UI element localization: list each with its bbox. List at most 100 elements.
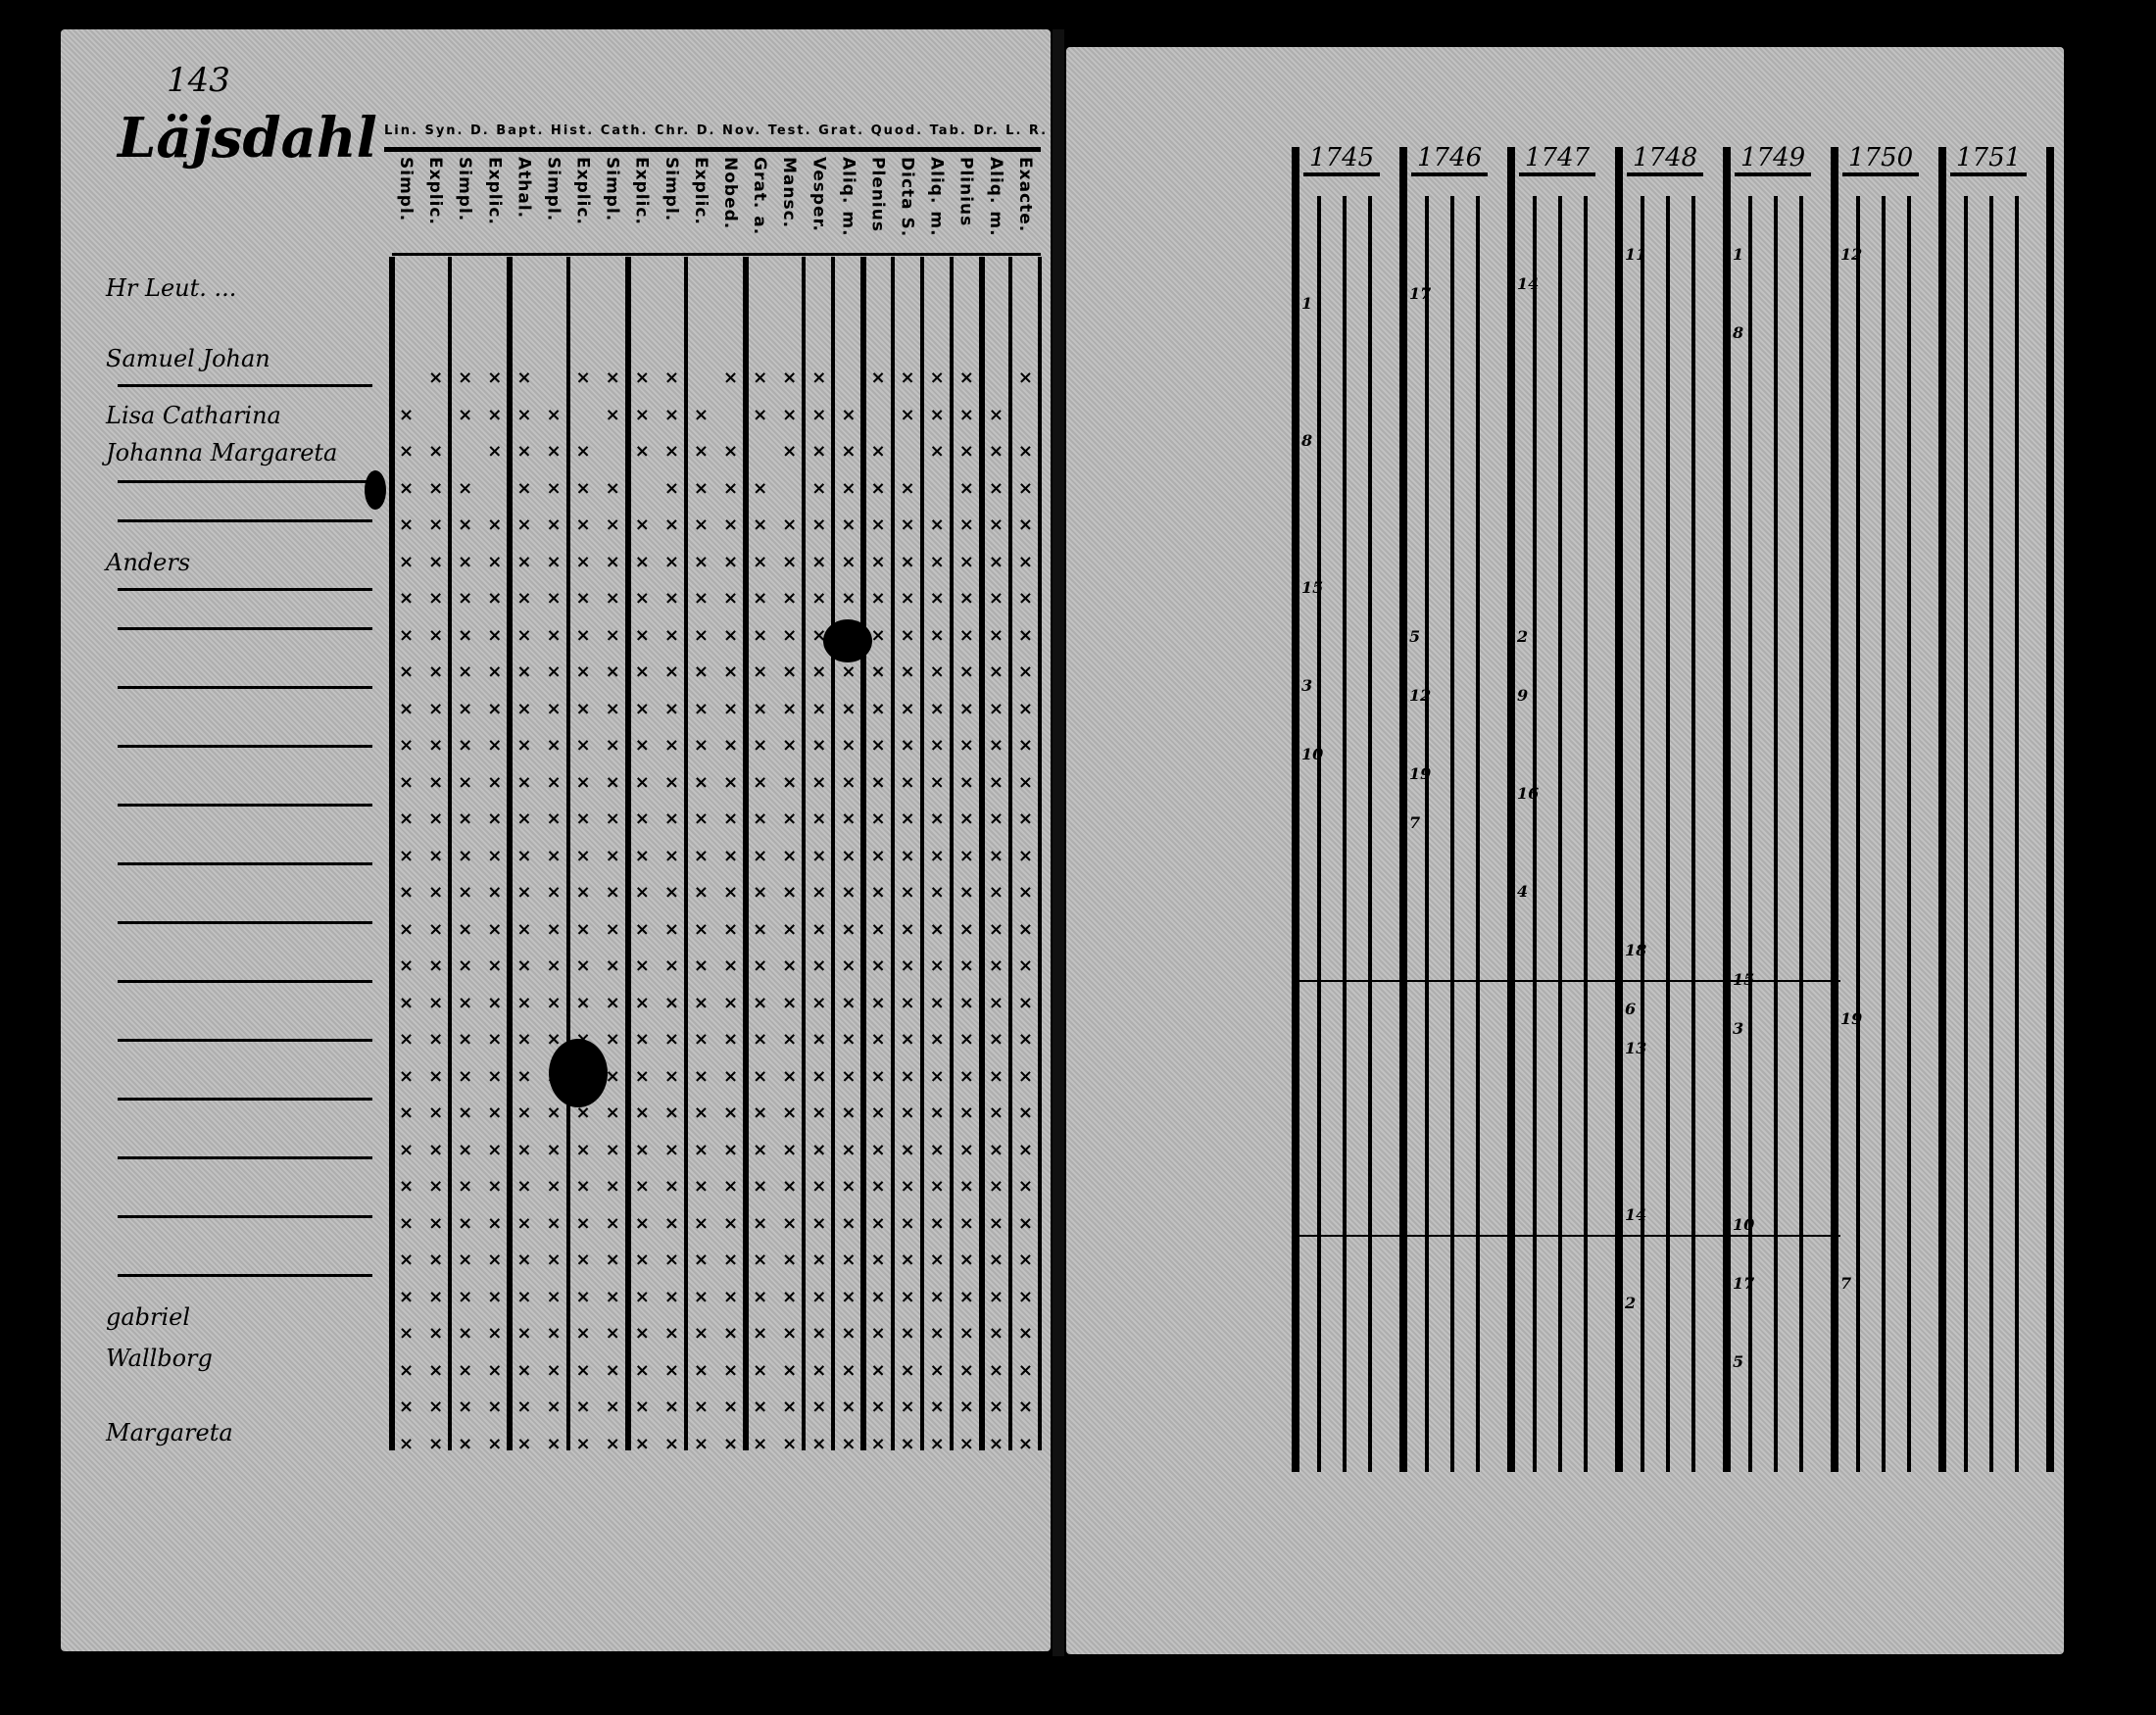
tally-mark: × (723, 588, 739, 609)
tally-mark: × (929, 735, 945, 756)
tally-mark: × (811, 771, 827, 793)
tally-mark: × (516, 1102, 532, 1123)
tally-mark: × (605, 368, 620, 388)
tally-mark: × (693, 1396, 709, 1417)
tally-mark: × (929, 808, 945, 829)
column-rule (1450, 196, 1454, 1472)
handwritten-number: 17 (1409, 284, 1432, 303)
tally-mark: × (811, 1029, 827, 1050)
tally-mark: × (575, 771, 591, 793)
tally-mark: × (693, 1323, 709, 1344)
column-header: Simpl. (396, 157, 416, 222)
tally-mark: × (753, 1396, 768, 1417)
tally-mark: × (546, 808, 562, 829)
tally-mark: × (487, 1102, 503, 1123)
tally-mark: × (753, 514, 768, 535)
tally-mark: × (487, 808, 503, 829)
tally-mark: × (575, 1323, 591, 1344)
tally-mark: × (487, 1286, 503, 1307)
tally-mark: × (782, 808, 798, 829)
handwritten-number: 8 (1733, 323, 1744, 342)
tally-mark: × (811, 551, 827, 572)
tally-mark: × (546, 662, 562, 682)
tally-mark: × (988, 845, 1004, 866)
tally-mark: × (870, 662, 886, 682)
column-header: Athal. (514, 157, 534, 220)
tally-mark: × (575, 1029, 591, 1050)
column-rule (1343, 196, 1347, 1472)
tally-mark: × (458, 551, 473, 572)
tally-mark: × (958, 1286, 974, 1307)
tally-mark: × (958, 624, 974, 646)
tally-mark: × (546, 698, 562, 719)
tally-mark: × (958, 1029, 974, 1050)
tally-mark: × (723, 1102, 739, 1123)
tally-mark: × (399, 845, 415, 866)
column-header: Explic. (484, 157, 505, 225)
tally-mark: × (458, 845, 473, 866)
tally-mark: × (634, 588, 650, 609)
tally-mark: × (900, 1286, 915, 1307)
tally-mark: × (516, 662, 532, 682)
tally-mark: × (546, 1065, 562, 1087)
tally-mark: × (958, 368, 974, 388)
tally-mark: × (723, 771, 739, 793)
tally-mark: × (988, 662, 1004, 682)
ink-blot (823, 619, 872, 662)
tally-mark: × (811, 404, 827, 425)
column-header: Dicta S. (897, 157, 917, 238)
tally-mark: × (516, 771, 532, 793)
tally-mark: × (516, 588, 532, 609)
handwritten-number: 19 (1840, 1009, 1863, 1028)
tally-mark: × (634, 1286, 650, 1307)
tally-mark: × (605, 1286, 620, 1307)
tally-mark: × (663, 1323, 679, 1344)
tally-mark: × (900, 662, 915, 682)
tally-mark: × (693, 882, 709, 903)
tally-mark: × (811, 1065, 827, 1087)
tally-mark: × (958, 551, 974, 572)
tally-mark: × (428, 1102, 444, 1123)
tally-mark: × (723, 1065, 739, 1087)
tally-mark: × (870, 368, 886, 388)
tally-mark: × (487, 1396, 503, 1417)
handwritten-number: 8 (1301, 431, 1313, 450)
tally-mark: × (546, 918, 562, 940)
tally-mark: × (870, 1250, 886, 1270)
tally-mark: × (663, 404, 679, 425)
tally-mark: × (929, 441, 945, 462)
tally-mark: × (399, 588, 415, 609)
person-name: Anders (106, 549, 191, 576)
tally-mark: × (782, 662, 798, 682)
column-header: Aliq. m. (985, 157, 1005, 237)
tally-mark: × (487, 368, 503, 388)
tally-mark: × (900, 1139, 915, 1160)
tally-mark: × (811, 956, 827, 976)
table-column-rule (448, 257, 453, 1450)
tally-mark: × (663, 1176, 679, 1197)
strike-line (118, 980, 372, 983)
tally-mark: × (634, 404, 650, 425)
tally-mark: × (663, 1029, 679, 1050)
tally-mark: × (811, 368, 827, 388)
column-rule (1425, 196, 1429, 1472)
tally-mark: × (605, 1139, 620, 1160)
tally-mark: × (516, 1433, 532, 1454)
tally-mark: × (663, 441, 679, 462)
tally-mark: × (811, 882, 827, 903)
tally-mark: × (753, 735, 768, 756)
strike-line (118, 1098, 372, 1101)
tally-mark: × (605, 771, 620, 793)
tally-mark: × (428, 918, 444, 940)
tally-mark: × (458, 1029, 473, 1050)
tally-mark: × (634, 662, 650, 682)
tally-mark: × (723, 624, 739, 646)
tally-mark: × (900, 368, 915, 388)
tally-mark: × (900, 1176, 915, 1197)
tally-mark: × (988, 1323, 1004, 1344)
tally-mark: × (546, 441, 562, 462)
tally-mark: × (723, 1286, 739, 1307)
tally-mark: × (516, 477, 532, 499)
tally-mark: × (546, 992, 562, 1013)
tally-mark: × (546, 1359, 562, 1381)
